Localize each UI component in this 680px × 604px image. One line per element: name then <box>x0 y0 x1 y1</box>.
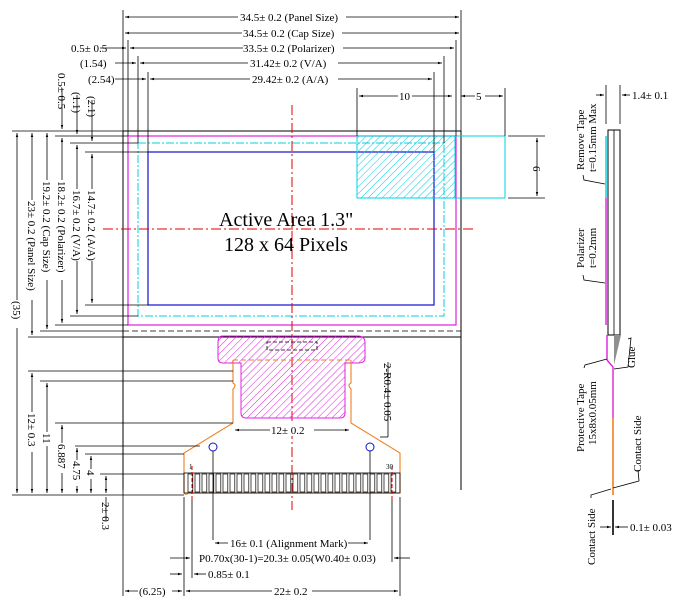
dim-aa-height: 14.7± 0.2 (A/A) <box>85 190 97 261</box>
dim-fpc-neck-width: 12± 0.2 <box>271 425 305 437</box>
contact-pad <box>313 473 320 493</box>
contact-pad <box>215 473 222 493</box>
alignment-mark-right <box>365 442 375 452</box>
viewing-area-outline <box>137 142 445 317</box>
contact-pad <box>390 473 397 493</box>
contact-pad <box>194 473 201 493</box>
dim-panel-size-height: 23± 0.2 (Panel Size) <box>25 201 37 291</box>
contact-pad <box>264 473 271 493</box>
pixel-resolution: 128 x 64 Pixels <box>224 234 348 256</box>
dim-left-offset-aa: (2.1) <box>85 96 97 117</box>
dim-edge-offset: 0.85± 0.1 <box>208 569 250 581</box>
side-polarizer-label: Polarizer <box>575 228 587 268</box>
dim-4: 4 <box>84 470 96 476</box>
dim-left-offset-polarizer: 0.5± 0.5 <box>55 73 67 110</box>
contact-pad <box>306 473 313 493</box>
contact-pad <box>327 473 334 493</box>
dim-pin-pitch: P0.70x(30-1)=20.3± 0.05(W0.40± 0.03) <box>199 553 376 565</box>
side-remove-tape-label: Remove Tape <box>575 109 587 170</box>
side-protective-tape-label: Protective Tape <box>575 384 587 452</box>
contact-pads <box>183 472 401 494</box>
contact-pad <box>383 473 390 493</box>
dim-cap-size-height: 19.2± 0.2 (Cap Size) <box>40 181 52 273</box>
contact-pad <box>320 473 327 493</box>
contact-pad <box>208 473 215 493</box>
dim-top-offset-aa: (2.54) <box>88 74 115 86</box>
remove-tape-tab <box>454 135 506 199</box>
contact-pad <box>376 473 383 493</box>
side-protective-tape-size: 15x8x0.05mm <box>587 381 599 445</box>
dim-polarizer-width: 33.5± 0.2 (Polarizer) <box>243 43 335 55</box>
contact-pad <box>271 473 278 493</box>
dim-aa-width: 29.42± 0.2 (A/A) <box>252 74 329 86</box>
side-fpc-thickness: 0.1± 0.03 <box>630 522 672 534</box>
protective-tape-hatched <box>217 335 366 419</box>
contact-pad <box>236 473 243 493</box>
dim-top-offset-polarizer: 0.5± 0.5 <box>71 43 108 55</box>
contact-pad <box>369 473 376 493</box>
active-area-title: Active Area 1.3" <box>219 209 353 231</box>
pin-label-last: 30 <box>386 463 394 471</box>
dim-cap-size-width: 34.5± 0.2 (Cap Size) <box>243 28 335 40</box>
dim-6887: 6.887 <box>55 444 67 469</box>
contact-pad <box>348 473 355 493</box>
contact-pad <box>257 473 264 493</box>
contact-pad <box>292 473 299 493</box>
side-remove-tape-thickness: t=0.15mm Max <box>587 103 599 172</box>
dim-va-height: 16.7± 0.2 (V/A) <box>70 190 82 261</box>
side-contact-side-lower: Contact Side <box>586 508 598 565</box>
pin-label-first: 1 <box>189 463 193 471</box>
alignment-slot <box>266 341 318 351</box>
dim-2: 2± 0.3 <box>99 502 111 531</box>
contact-pad <box>243 473 250 493</box>
contact-pad <box>278 473 285 493</box>
contact-pad <box>201 473 208 493</box>
side-view <box>582 85 640 535</box>
dim-remove-tape-height: 6 <box>530 166 542 172</box>
dim-remove-tape-overhang: 5 <box>476 91 482 103</box>
contact-pad <box>341 473 348 493</box>
contact-pad <box>250 473 257 493</box>
alignment-mark-left <box>208 442 218 452</box>
dim-left-offset: (6.25) <box>139 586 166 598</box>
dim-va-width: 31.42± 0.2 (V/A) <box>250 58 327 70</box>
contact-pad <box>229 473 236 493</box>
remove-tape-hatched <box>356 135 456 199</box>
side-polarizer-thickness: t=0.2mm <box>587 227 599 268</box>
contact-pad <box>362 473 369 493</box>
contact-pad <box>355 473 362 493</box>
dim-left-offset-va: (1.1) <box>70 92 82 113</box>
dim-fpc-length: 12± 0.3 <box>25 413 37 447</box>
dim-11: 11 <box>40 433 52 444</box>
side-thickness: 1.4± 0.1 <box>632 90 668 102</box>
contact-pad <box>222 473 229 493</box>
fpc-outline <box>183 360 401 496</box>
contact-pad <box>334 473 341 493</box>
dim-panel-size-width: 34.5± 0.2 (Panel Size) <box>240 12 338 24</box>
dim-remove-tape-width: 10 <box>399 91 411 103</box>
side-glue-label: Glue <box>626 347 638 369</box>
dim-475: 4.75 <box>70 461 82 481</box>
dim-fpc-radius: 2-R0.4± 0.05 <box>381 363 393 422</box>
side-contact-side-upper: Contact Side <box>632 415 644 472</box>
dim-total-height: (35) <box>10 301 22 320</box>
dim-top-offset-va: (1.54) <box>80 58 107 70</box>
dim-fpc-width: 22± 0.2 <box>274 586 308 598</box>
contact-pad <box>285 473 292 493</box>
dim-alignment-mark: 16± 0.1 (Alignment Mark) <box>230 538 348 550</box>
dim-polarizer-height: 18.2± 0.2 (Polarizer) <box>55 181 67 273</box>
contact-pad <box>187 473 194 493</box>
contact-pad <box>299 473 306 493</box>
